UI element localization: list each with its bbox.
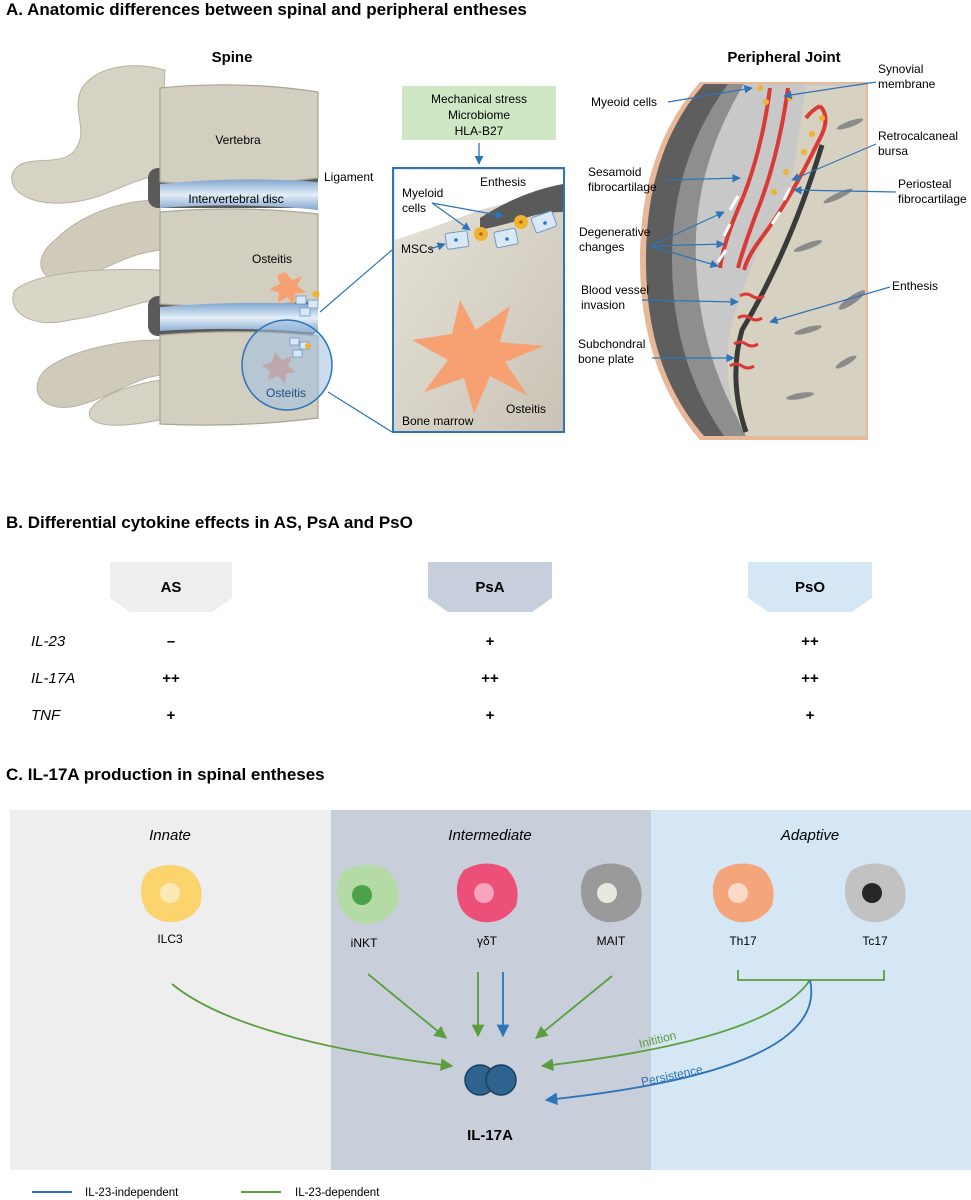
tnf-psa: +	[486, 707, 495, 724]
legend-dependent-label: IL-23-dependent	[295, 1187, 380, 1199]
spine-illustration: Spine Vertebra Intervertebral disc Ligam…	[11, 49, 393, 433]
cytokine-table: AS PsA PsO IL-23 – + ++ IL-17A ++ ++ ++ …	[31, 562, 872, 724]
blood-vessel-label-1: Blood vessel	[581, 283, 649, 297]
cell-inkt: iNKT	[336, 864, 399, 950]
arrow-mait	[535, 975, 613, 1039]
zoom-enthesis-label: Enthesis	[480, 175, 526, 189]
il23-as: –	[167, 633, 175, 650]
zoom-osteitis-label: Osteitis	[506, 402, 546, 416]
tnf-pso: +	[806, 707, 815, 724]
col-as-label: AS	[161, 579, 182, 596]
arrow-inkt	[367, 973, 447, 1039]
col-psa-label: PsA	[475, 579, 504, 596]
panel-innate-label: Innate	[149, 827, 191, 844]
section-a-title: A. Anatomic differences between spinal a…	[6, 0, 527, 19]
trigger-1: Mechanical stress	[431, 92, 527, 106]
cell-th17-label: Th17	[729, 934, 757, 948]
cell-inkt-label: iNKT	[351, 936, 378, 950]
zoom-bone-marrow-label: Bone marrow	[402, 414, 474, 428]
retrocalcaneal-label-1: Retrocalcaneal	[878, 129, 958, 143]
degenerative-label-1: Degenerative	[579, 225, 651, 239]
cell-tc17-label: Tc17	[862, 934, 888, 948]
il17a-as: ++	[162, 670, 180, 687]
il17a-psa: ++	[481, 670, 499, 687]
zoom-myeloid-2: cells	[402, 201, 426, 215]
col-tab-psa	[428, 562, 552, 612]
enthesis-zoom-box: Enthesis Myeloid cells MSCs Bone marrow …	[392, 167, 565, 433]
blood-vessel-label-2: invasion	[581, 298, 625, 312]
il17a-label: IL-17A	[467, 1127, 513, 1144]
degenerative-label-2: changes	[579, 240, 624, 254]
panel-intermediate-label: Intermediate	[448, 827, 531, 844]
osteitis-burst	[270, 272, 306, 305]
spine-heading: Spine	[212, 49, 253, 66]
vertebra-label: Vertebra	[215, 133, 261, 147]
arrow-persistence	[544, 979, 813, 1106]
col-tab-pso	[748, 562, 872, 612]
ligament-label: Ligament	[324, 170, 374, 184]
sesamoid-label-2: fibrocartilage	[588, 180, 657, 194]
cell-gdt: γδT	[456, 863, 518, 948]
cell-tc17: Tc17	[844, 863, 906, 948]
myeloid-cells-label: Myeoid cells	[591, 95, 657, 109]
row-il23-label: IL-23	[31, 633, 66, 650]
retrocalcaneal-label-2: bursa	[878, 144, 908, 158]
zoom-myeloid-1: Myeloid	[402, 186, 443, 200]
enthesis-label: Enthesis	[892, 279, 938, 293]
panel-innate	[10, 810, 331, 1170]
periosteal-label-2: fibrocartilage	[898, 192, 967, 206]
il23-pso: ++	[801, 633, 819, 650]
trigger-2: Microbiome	[448, 108, 510, 122]
cell-ilc3-label: ILC3	[157, 932, 183, 946]
row-tnf-label: TNF	[31, 707, 61, 724]
legend: IL-23-independent IL-23-dependent	[32, 1187, 380, 1199]
subchondral-label-2: bone plate	[578, 352, 634, 366]
cell-mait: MAIT	[580, 863, 642, 948]
section-c-title: C. IL-17A production in spinal entheses	[6, 765, 325, 784]
legend-independent-label: IL-23-independent	[85, 1187, 179, 1199]
cell-gdt-label: γδT	[477, 934, 498, 948]
peripheral-heading: Peripheral Joint	[727, 49, 840, 66]
cell-ilc3: ILC3	[141, 865, 202, 946]
il17a-diagram: Innate Intermediate Adaptive ILC3 iNKT γ…	[10, 810, 971, 1170]
trigger-3: HLA-B27	[455, 124, 504, 138]
tnf-as: +	[167, 707, 176, 724]
arrow-initiation	[540, 979, 811, 1071]
il17a-dimer	[464, 1064, 517, 1096]
subchondral-label-1: Subchondral	[578, 337, 645, 351]
section-b-title: B. Differential cytokine effects in AS, …	[6, 513, 413, 532]
sesamoid-label-1: Sesamoid	[588, 165, 641, 179]
arrow-ilc3	[171, 983, 454, 1071]
synovial-label-1: Synovial	[878, 62, 923, 76]
adaptive-bracket	[737, 970, 885, 981]
disc-label: Intervertebral disc	[188, 192, 283, 206]
panel-adaptive-label: Adaptive	[780, 827, 839, 844]
col-pso-label: PsO	[795, 579, 825, 596]
synovial-label-2: membrane	[878, 77, 936, 91]
osteitis-circle-label: Osteitis	[266, 386, 306, 400]
osteitis-upper-label: Osteitis	[252, 252, 292, 266]
col-tab-as	[110, 562, 232, 612]
row-il17a-label: IL-17A	[31, 670, 75, 687]
il17a-pso: ++	[801, 670, 819, 687]
peripheral-joint-illustration: Peripheral Joint Myeoid cells Synovial	[578, 49, 967, 440]
il23-psa: +	[486, 633, 495, 650]
cell-mait-label: MAIT	[597, 934, 626, 948]
zoom-mscs-label: MSCs	[401, 242, 434, 256]
triggers-box: Mechanical stress Microbiome HLA-B27	[402, 86, 556, 165]
periosteal-label-1: Periosteal	[898, 177, 951, 191]
cell-th17: Th17	[712, 863, 774, 948]
